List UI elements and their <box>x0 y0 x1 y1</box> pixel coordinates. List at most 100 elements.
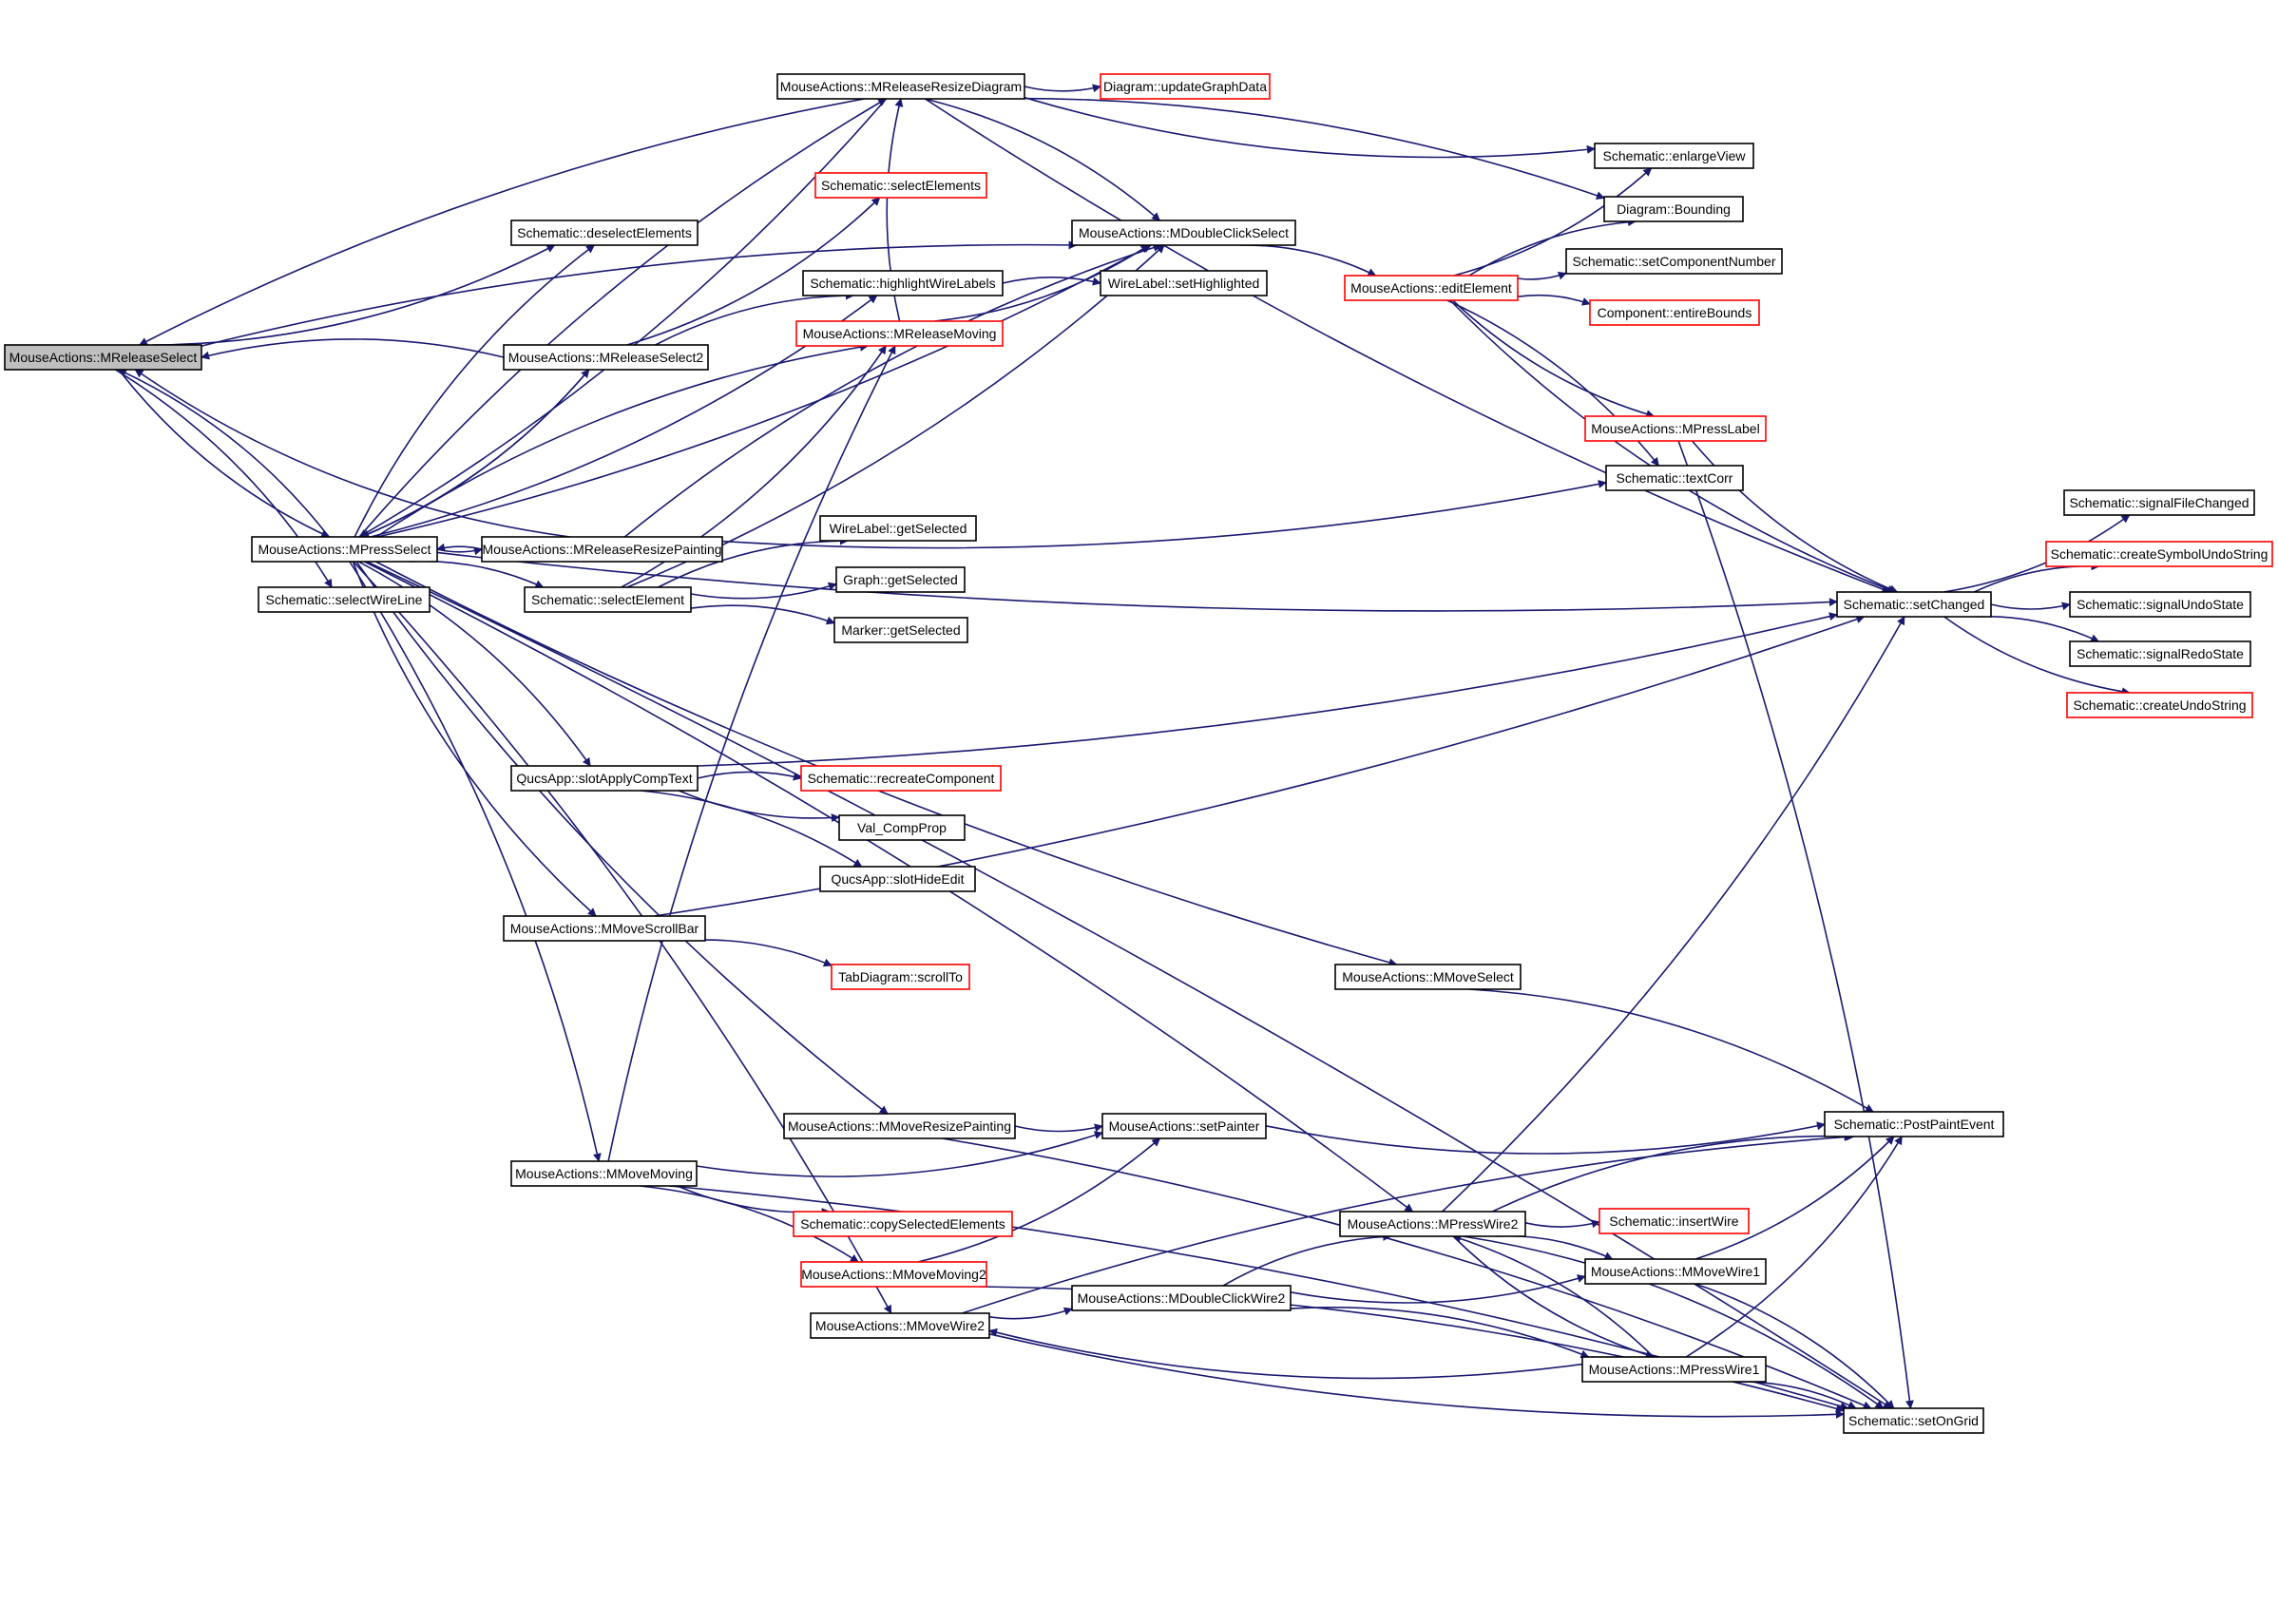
node-box[interactable] <box>2069 591 2251 618</box>
node-box[interactable] <box>2045 541 2273 567</box>
node-box[interactable] <box>800 1261 987 1288</box>
node-slothideedit[interactable]: QucsApp::slotHideEdit <box>819 866 976 892</box>
node-box[interactable] <box>1584 1258 1767 1285</box>
node-mmoveselect[interactable]: MouseActions::MMoveSelect <box>1334 964 1522 990</box>
node-insertwire[interactable]: Schematic::insertWire <box>1598 1208 1750 1234</box>
node-box[interactable] <box>1344 275 1519 301</box>
node-highlightwirelabels[interactable]: Schematic::highlightWireLabels <box>802 270 1004 296</box>
node-setchanged[interactable]: Schematic::setChanged <box>1836 591 1992 618</box>
node-box[interactable] <box>1598 1208 1750 1234</box>
node-box[interactable] <box>1605 465 1744 491</box>
node-box[interactable] <box>510 220 699 246</box>
node-signalfilechanged[interactable]: Schematic::signalFileChanged <box>2063 489 2255 516</box>
node-setongrid[interactable]: Schematic::setOnGrid <box>1843 1407 1984 1434</box>
node-mmovewire2[interactable]: MouseActions::MMoveWire2 <box>810 1312 990 1339</box>
node-box[interactable] <box>776 73 1025 100</box>
node-mmovescrollbar[interactable]: MouseActions::MMoveScrollBar <box>503 915 706 942</box>
node-box[interactable] <box>833 617 968 643</box>
node-marker-getselected[interactable]: Marker::getSelected <box>833 617 968 643</box>
node-createsymbolundostring[interactable]: Schematic::createSymbolUndoString <box>2045 541 2273 567</box>
node-mreleaseselect2[interactable]: MouseActions::MReleaseSelect2 <box>503 344 709 371</box>
node-box[interactable] <box>819 515 977 542</box>
node-box[interactable] <box>4 344 202 371</box>
node-box[interactable] <box>1100 270 1268 296</box>
node-box[interactable] <box>838 814 966 841</box>
node-box[interactable] <box>1603 196 1744 222</box>
node-enlargeview[interactable]: Schematic::enlargeView <box>1594 143 1754 169</box>
node-mdoubleclickwire2[interactable]: MouseActions::MDoubleClickWire2 <box>1071 1285 1292 1311</box>
node-mpresslabel[interactable]: MouseActions::MPressLabel <box>1584 415 1767 442</box>
node-signalredostate[interactable]: Schematic::signalRedoState <box>2069 640 2251 667</box>
node-diagram-bounding[interactable]: Diagram::Bounding <box>1603 196 1744 222</box>
node-signalundostate[interactable]: Schematic::signalUndoState <box>2069 591 2251 618</box>
node-box[interactable] <box>1589 299 1760 326</box>
node-updategraphdata[interactable]: Diagram::updateGraphData <box>1100 73 1271 100</box>
node-tabdiagram-scrollto[interactable]: TabDiagram::scrollTo <box>831 964 970 990</box>
node-box[interactable] <box>1101 1113 1267 1139</box>
node-box[interactable] <box>251 536 438 563</box>
node-setcomponentnumber[interactable]: Schematic::setComponentNumber <box>1565 248 1783 275</box>
node-box[interactable] <box>795 320 1004 347</box>
node-box[interactable] <box>831 964 970 990</box>
node-box[interactable] <box>1339 1211 1526 1237</box>
node-box[interactable] <box>1581 1356 1767 1383</box>
node-selectelement[interactable]: Schematic::selectElement <box>524 586 692 613</box>
node-mmovemoving[interactable]: MouseActions::MMoveMoving <box>510 1160 698 1187</box>
node-recreatecomponent[interactable]: Schematic::recreateComponent <box>800 765 1002 792</box>
node-setpainter[interactable]: MouseActions::setPainter <box>1101 1113 1267 1139</box>
node-mreleaseresizepainting[interactable]: MouseActions::MReleaseResizePainting <box>481 536 723 563</box>
node-box[interactable] <box>1565 248 1783 275</box>
node-val-compprop[interactable]: Val_CompProp <box>838 814 966 841</box>
node-box[interactable] <box>1824 1111 2004 1137</box>
node-postpaintevent[interactable]: Schematic::PostPaintEvent <box>1824 1111 2004 1137</box>
node-mreleaseselect[interactable]: MouseActions::MReleaseSelect <box>4 344 202 371</box>
node-box[interactable] <box>2063 489 2255 516</box>
node-mpresswire2[interactable]: MouseActions::MPressWire2 <box>1339 1211 1526 1237</box>
node-box[interactable] <box>524 586 692 613</box>
node-box[interactable] <box>510 765 699 792</box>
node-box[interactable] <box>1584 415 1767 442</box>
node-box[interactable] <box>510 1160 698 1187</box>
node-createundostring[interactable]: Schematic::createUndoString <box>2066 692 2253 718</box>
node-box[interactable] <box>835 566 966 593</box>
node-box[interactable] <box>2066 692 2253 718</box>
node-mmovewire1[interactable]: MouseActions::MMoveWire1 <box>1584 1258 1767 1285</box>
node-mpressselect[interactable]: MouseActions::MPressSelect <box>251 536 438 563</box>
node-mreleaseresizediagram[interactable]: MouseActions::MReleaseResizeDiagram <box>776 73 1025 100</box>
node-box[interactable] <box>481 536 723 563</box>
node-box[interactable] <box>1071 220 1296 246</box>
node-qucsapp-slotapplycomptext[interactable]: QucsApp::slotApplyCompText <box>510 765 699 792</box>
node-box[interactable] <box>793 1211 1013 1237</box>
node-box[interactable] <box>1843 1407 1984 1434</box>
node-wirelabel-sethighlighted[interactable]: WireLabel::setHighlighted <box>1100 270 1268 296</box>
node-wirelabel-getselected[interactable]: WireLabel::getSelected <box>819 515 977 542</box>
node-textcorr[interactable]: Schematic::textCorr <box>1605 465 1744 491</box>
node-mdoubleclickselect[interactable]: MouseActions::MDoubleClickSelect <box>1071 220 1296 246</box>
node-box[interactable] <box>1594 143 1754 169</box>
node-box[interactable] <box>802 270 1004 296</box>
node-entirebounds[interactable]: Component::entireBounds <box>1589 299 1760 326</box>
node-copyselectedelements[interactable]: Schematic::copySelectedElements <box>793 1211 1013 1237</box>
node-mmoveresizepainting[interactable]: MouseActions::MMoveResizePainting <box>783 1113 1016 1139</box>
node-mreleasemoving[interactable]: MouseActions::MReleaseMoving <box>795 320 1004 347</box>
node-box[interactable] <box>1100 73 1271 100</box>
node-box[interactable] <box>1071 1285 1292 1311</box>
node-box[interactable] <box>819 866 976 892</box>
node-box[interactable] <box>503 915 706 942</box>
node-mmovemoving2[interactable]: MouseActions::MMoveMoving2 <box>800 1261 987 1288</box>
node-selectelements[interactable]: Schematic::selectElements <box>814 172 987 199</box>
node-box[interactable] <box>258 586 431 613</box>
node-box[interactable] <box>503 344 709 371</box>
node-editelement[interactable]: MouseActions::editElement <box>1344 275 1519 301</box>
node-deselectelements[interactable]: Schematic::deselectElements <box>510 220 699 246</box>
node-box[interactable] <box>810 1312 990 1339</box>
node-selectwireline[interactable]: Schematic::selectWireLine <box>258 586 431 613</box>
node-mpresswire1[interactable]: MouseActions::MPressWire1 <box>1581 1356 1767 1383</box>
node-box[interactable] <box>1836 591 1992 618</box>
node-graph-getselected[interactable]: Graph::getSelected <box>835 566 966 593</box>
node-box[interactable] <box>800 765 1002 792</box>
node-box[interactable] <box>783 1113 1016 1139</box>
node-box[interactable] <box>2069 640 2251 667</box>
node-box[interactable] <box>1334 964 1522 990</box>
node-box[interactable] <box>814 172 987 199</box>
